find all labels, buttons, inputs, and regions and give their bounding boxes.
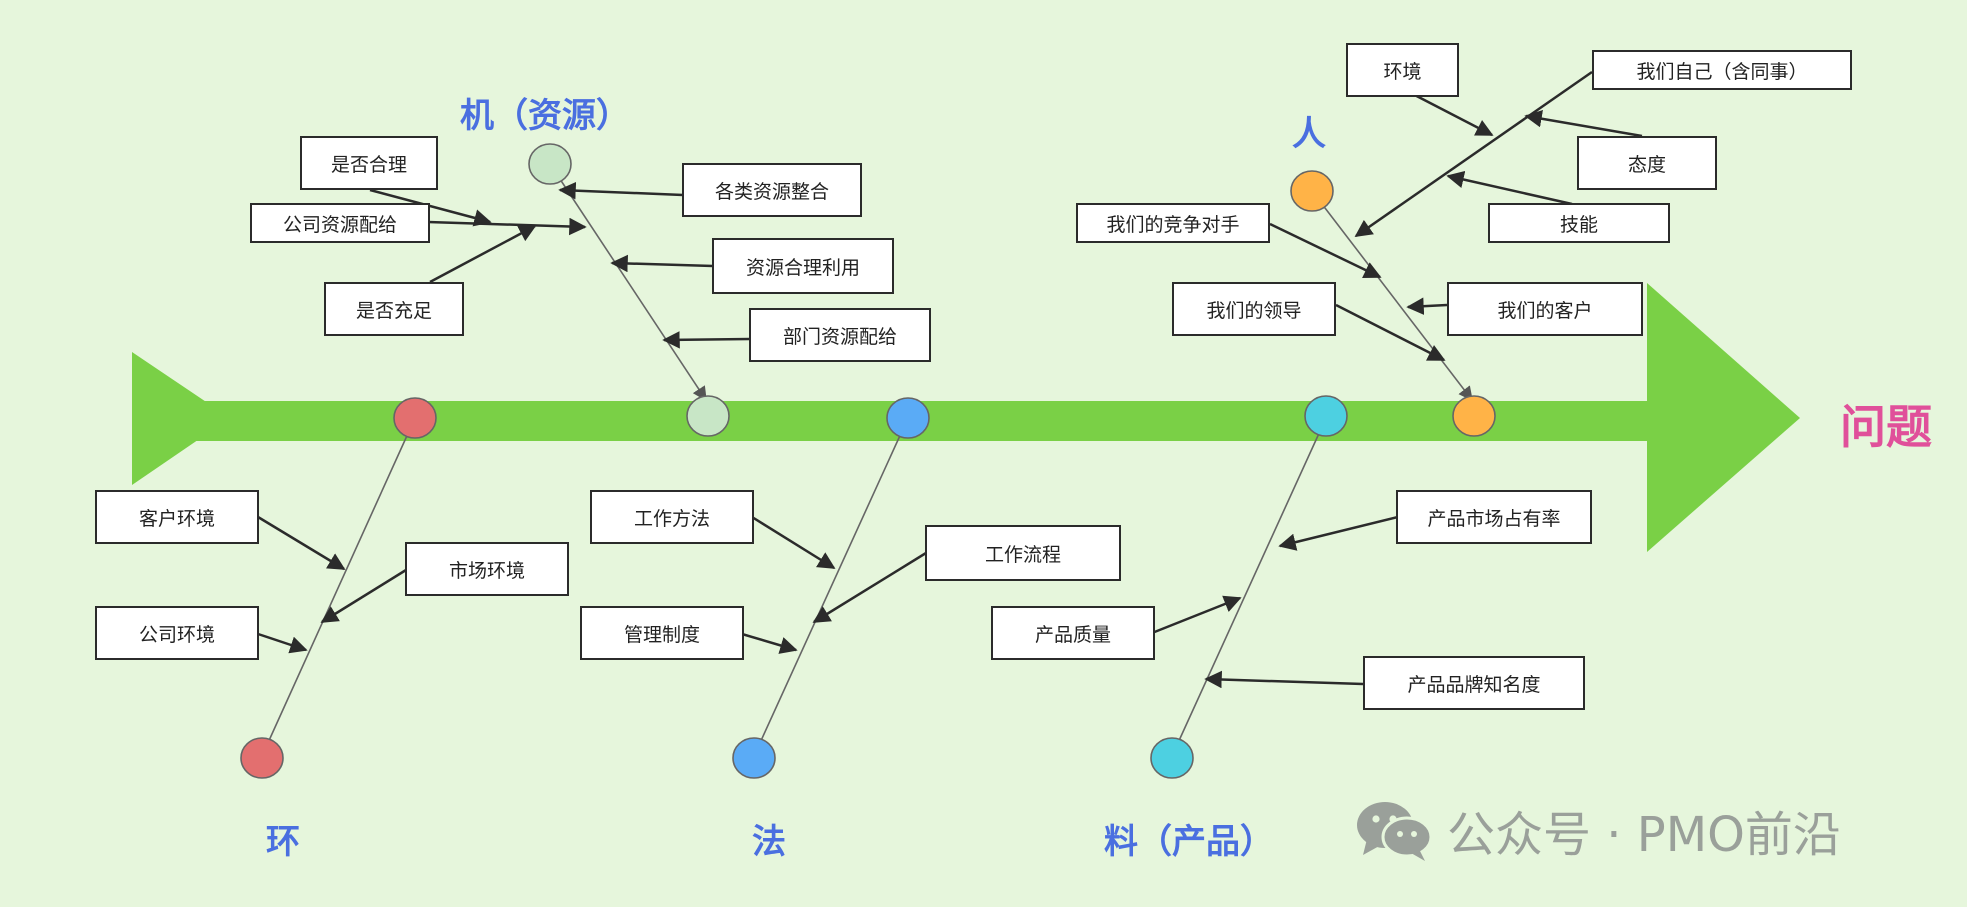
bone-environment xyxy=(261,416,417,757)
cause-customer-env: 客户环境 xyxy=(95,490,259,544)
arrow-leader xyxy=(1335,303,1446,362)
cause-integration: 各类资源整合 xyxy=(682,163,862,217)
cause-competitor: 我们的竞争对手 xyxy=(1076,203,1270,243)
node-people-top xyxy=(1290,170,1334,212)
watermark-text: 公众号 · PMO前沿 xyxy=(1447,807,1841,863)
arrow-skill xyxy=(1446,170,1573,206)
node-material-bottom xyxy=(1150,737,1194,779)
category-machine: 机（资源） xyxy=(460,96,630,136)
problem-label: 问题 xyxy=(1840,400,1932,454)
arrow-ourselves xyxy=(1354,70,1593,238)
category-environment: 环 xyxy=(266,822,300,862)
bone-method xyxy=(753,416,910,757)
cause-market-env: 市场环境 xyxy=(405,542,569,596)
arrow-sufficient xyxy=(429,224,537,284)
arrow-company-env xyxy=(257,632,308,654)
arrow-people-environment xyxy=(1404,88,1494,137)
node-method-spine xyxy=(886,397,930,439)
wechat-icon xyxy=(1357,802,1433,861)
arrow-allocation xyxy=(427,217,587,236)
node-environment-spine xyxy=(393,397,437,439)
cause-leader: 我们的领导 xyxy=(1172,282,1336,336)
cause-people-environment: 环境 xyxy=(1346,43,1459,97)
arrow-workflow xyxy=(812,551,927,624)
arrow-dept-allocation xyxy=(662,331,751,349)
arrow-attitude xyxy=(1524,110,1643,138)
category-material: 料（产品） xyxy=(1104,822,1274,862)
arrow-quality xyxy=(1151,595,1242,635)
bone-material xyxy=(1171,416,1328,757)
arrow-customer-env xyxy=(257,515,346,571)
cause-management: 管理制度 xyxy=(580,606,744,660)
cause-skill: 技能 xyxy=(1488,203,1670,243)
cause-customer: 我们的客户 xyxy=(1447,282,1643,336)
cause-utilization: 资源合理利用 xyxy=(712,238,894,294)
cause-quality: 产品质量 xyxy=(991,606,1155,660)
node-environment-bottom xyxy=(240,737,284,779)
cause-allocation: 公司资源配给 xyxy=(250,203,430,243)
arrow-work-method xyxy=(751,515,836,570)
arrow-management xyxy=(741,632,798,654)
cause-reasonable: 是否合理 xyxy=(300,136,438,190)
cause-work-method: 工作方法 xyxy=(590,490,754,544)
cause-workflow: 工作流程 xyxy=(925,525,1121,581)
spine-head xyxy=(1647,283,1800,552)
cause-dept-allocation: 部门资源配给 xyxy=(749,308,931,362)
arrow-market-share xyxy=(1278,515,1399,551)
arrow-integration xyxy=(558,181,684,200)
category-people: 人 xyxy=(1292,114,1326,154)
cause-sufficient: 是否充足 xyxy=(324,282,464,336)
bone-machine xyxy=(549,163,707,402)
cause-market-share: 产品市场占有率 xyxy=(1396,490,1592,544)
node-material-spine xyxy=(1304,395,1348,437)
arrow-market-env xyxy=(320,568,407,624)
node-machine-top xyxy=(528,143,572,185)
node-people-spine xyxy=(1452,395,1496,437)
arrow-brand xyxy=(1204,670,1364,689)
arrow-utilization xyxy=(610,254,714,273)
arrow-customer xyxy=(1406,297,1448,315)
cause-brand: 产品品牌知名度 xyxy=(1363,656,1585,710)
cause-ourselves: 我们自己（含同事） xyxy=(1592,50,1852,90)
bone-people xyxy=(1311,190,1473,402)
node-machine-spine xyxy=(686,395,730,437)
arrow-competitor xyxy=(1269,222,1382,279)
node-method-bottom xyxy=(732,737,776,779)
cause-company-env: 公司环境 xyxy=(95,606,259,660)
cause-attitude: 态度 xyxy=(1577,136,1717,190)
watermark: 公众号 · PMO前沿 xyxy=(1355,795,1841,865)
category-method: 法 xyxy=(752,822,786,862)
arrow-reasonable xyxy=(369,188,492,227)
